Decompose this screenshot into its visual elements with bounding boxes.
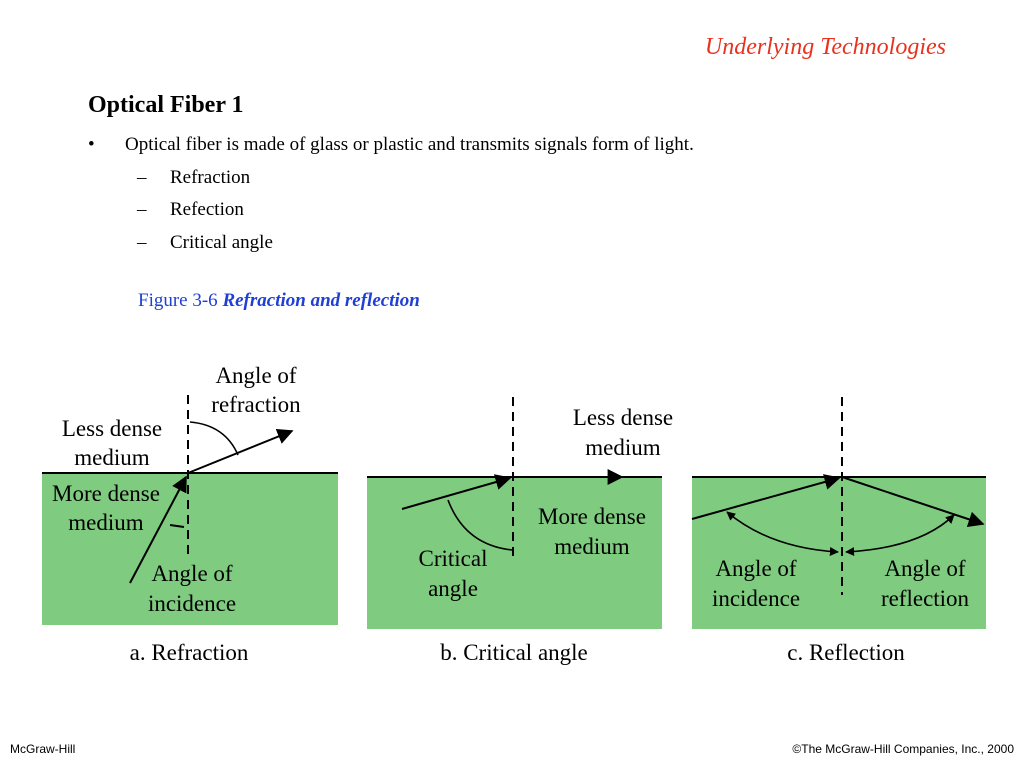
figure-label: Figure 3-6 (138, 290, 218, 311)
incidence-angle-tick (169, 524, 185, 528)
incident-ray (401, 474, 512, 510)
label-critical-angle: Critical (419, 546, 488, 571)
label-angle-of-reflection: Angle of (884, 556, 965, 581)
panel-caption: b. Critical angle (440, 640, 588, 665)
label-more-dense-medium: More dense (538, 504, 646, 529)
label-angle-of-incidence: Angle of (715, 556, 796, 581)
incidence-angle-arc (726, 511, 839, 557)
sub-item-label: Refraction (170, 167, 251, 188)
sub-item-refection: – Refection (137, 199, 244, 221)
sub-item-critical-angle: – Critical angle (137, 232, 273, 254)
panel-refraction: Angle of refraction Less dense medium Mo… (42, 363, 338, 665)
label-more-dense-medium: More dense (52, 481, 160, 506)
dash-symbol: – (137, 167, 147, 188)
footer-publisher: McGraw-Hill (10, 742, 76, 756)
label-critical-angle-2: angle (428, 576, 478, 601)
incident-ray (129, 475, 187, 584)
reflection-angle-arc (845, 514, 955, 557)
label-less-dense-medium: Less dense (573, 405, 673, 430)
bullet-symbol: • (88, 134, 95, 155)
refraction-angle-arc (189, 421, 239, 456)
footer-copyright: ©The McGraw-Hill Companies, Inc., 2000 (792, 742, 1014, 756)
dense-medium-area (367, 477, 662, 629)
bullet-point: • Optical fiber is made of glass or plast… (88, 134, 694, 156)
bullet-text: Optical fiber is made of glass or plasti… (125, 134, 694, 155)
label-angle-of-refraction-2: refraction (211, 392, 301, 417)
label-angle-of-incidence-2: incidence (148, 591, 236, 616)
figure-title: Refraction and reflection (222, 290, 420, 311)
slide-title: Optical Fiber 1 (88, 92, 244, 118)
dash-symbol: – (137, 199, 147, 220)
reflected-ray (841, 476, 985, 528)
refracted-ray (187, 428, 294, 474)
critical-angle-arc (447, 499, 513, 551)
label-angle-of-reflection-2: reflection (881, 586, 970, 611)
label-more-dense-medium-2: medium (554, 534, 629, 559)
label-less-dense-medium-2: medium (585, 435, 660, 460)
sub-item-label: Refection (170, 199, 244, 220)
panel-caption: c. Reflection (787, 640, 905, 665)
dense-medium-area (42, 473, 338, 625)
label-more-dense-medium-2: medium (68, 510, 143, 535)
label-angle-of-incidence: Angle of (151, 561, 232, 586)
label-angle-of-refraction: Angle of (215, 363, 296, 388)
panel-caption: a. Refraction (130, 640, 249, 665)
dash-symbol: – (137, 232, 147, 253)
label-less-dense-medium-2: medium (74, 445, 149, 470)
label-less-dense-medium: Less dense (62, 416, 162, 441)
section-title: Underlying Technologies (704, 34, 946, 60)
incident-ray (691, 474, 841, 520)
label-angle-of-incidence-2: incidence (712, 586, 800, 611)
panel-critical-angle: Less dense medium More dense medium Crit… (367, 397, 673, 665)
sub-item-refraction: – Refraction (137, 167, 250, 189)
panel-reflection: Angle of incidence Angle of reflection c… (691, 397, 986, 665)
sub-item-label: Critical angle (170, 232, 273, 253)
figure-caption: Figure 3-6 Refraction and reflection (138, 290, 420, 312)
